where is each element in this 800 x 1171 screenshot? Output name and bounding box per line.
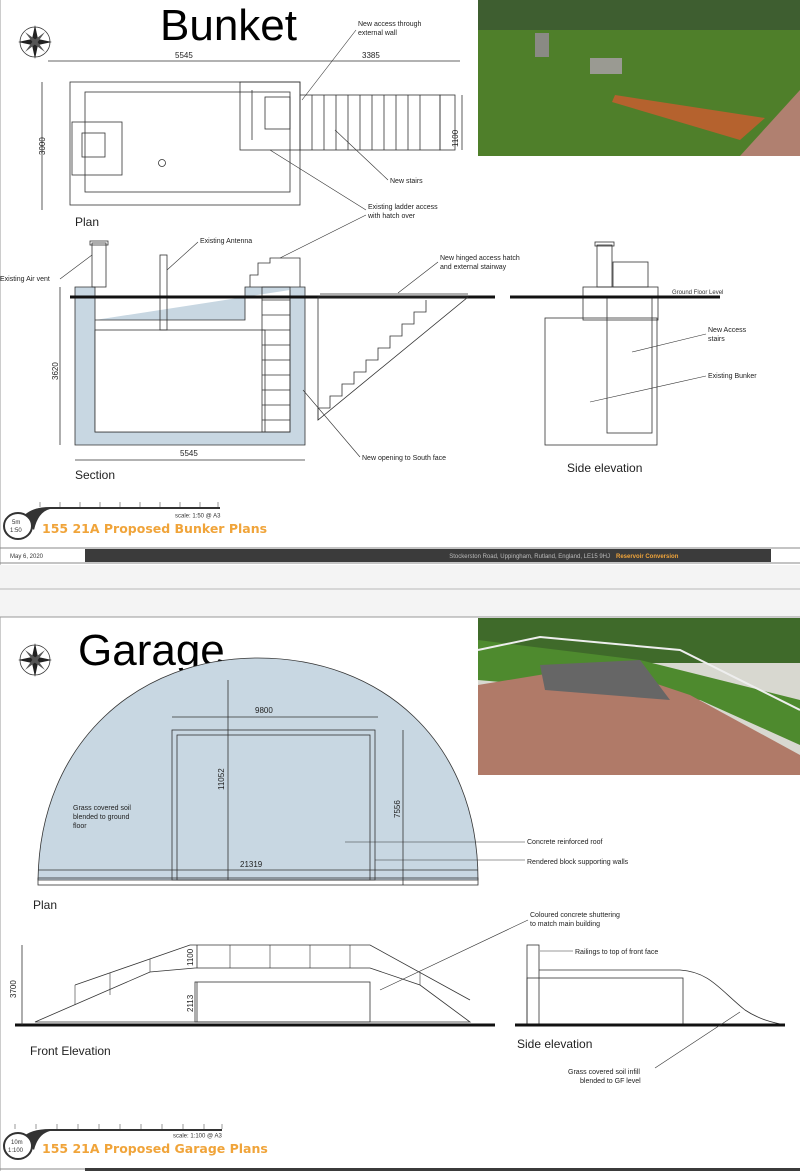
- caption-plan: Plan: [33, 898, 57, 912]
- dim-opening-width: 9800: [255, 706, 273, 715]
- garage-render-image: [477, 618, 800, 775]
- note-hinged-hatch-2: and external stairway: [440, 264, 507, 271]
- caption-section: Section: [75, 468, 115, 482]
- sheet-garage: Garage 9800 11052 7556 21319 Grass cover…: [0, 618, 800, 1171]
- dim-front-height: 3700: [9, 980, 18, 998]
- page-gap: [0, 565, 800, 617]
- garage-plan: 9800 11052 7556 21319 Grass covered soil…: [33, 657, 629, 912]
- note-concrete-roof: Concrete reinforced roof: [527, 839, 603, 846]
- note-concrete-shuttering-2: to match main building: [530, 921, 600, 928]
- note-new-access-2: external wall: [358, 30, 397, 37]
- dim-railing-height: 1100: [186, 948, 195, 966]
- dim-stairs-length: 3385: [362, 51, 380, 60]
- note-concrete-shuttering: Coloured concrete shuttering: [530, 912, 620, 919]
- caption-side-elevation: Side elevation: [517, 1037, 592, 1051]
- sheet-title: 155 21A Proposed Garage Plans: [42, 1141, 268, 1156]
- scale-badge-ratio: 1:50: [10, 528, 22, 534]
- bunker-side-elevation: Ground Floor Level New Access stairs Exi…: [510, 241, 757, 475]
- note-ground-floor-level: Ground Floor Level: [672, 290, 723, 296]
- note-grass-soil-2: blended to ground: [73, 814, 130, 821]
- note-grass-soil-3: floor: [73, 823, 87, 830]
- dim-overall-width: 21319: [240, 860, 263, 869]
- note-south-opening: New opening to South face: [362, 455, 446, 462]
- bunker-section: 3620 5545 Existing Air vent Existing Ant…: [0, 238, 520, 482]
- title-block-garage: 10m 1:100 scale: 1:100 @ A3 155 21A Prop…: [0, 1124, 800, 1171]
- note-new-access-stairs-2: stairs: [708, 336, 725, 343]
- compass-rose-icon: [17, 24, 53, 60]
- dim-plan-width: 5545: [175, 51, 193, 60]
- note-grass-soil: Grass covered soil: [73, 805, 131, 812]
- note-antenna: Existing Antenna: [200, 238, 252, 245]
- scale-badge-ratio: 1:100: [8, 1148, 24, 1154]
- note-soil-infill: Grass covered soil infill: [568, 1069, 640, 1076]
- dim-stair-width: 1100: [451, 129, 460, 147]
- scale-text: scale: 1:100 @ A3: [173, 1134, 222, 1140]
- garage-side-elevation: Railings to top of front face Grass cove…: [515, 944, 786, 1085]
- sheet-title-large: Bunket: [160, 1, 297, 50]
- note-new-stairs: New stairs: [390, 178, 423, 185]
- footer-address: Stockerston Road, Uppingham, Rutland, En…: [449, 554, 610, 560]
- note-new-access: New access through: [358, 21, 422, 28]
- dim-wall-height: 7556: [393, 800, 402, 818]
- sheet-bunker: Bunket: [0, 0, 800, 565]
- dim-section-width: 5545: [180, 449, 198, 458]
- dim-opening-height: 2113: [186, 994, 195, 1012]
- footer-project: Reservoir Conversion: [616, 554, 679, 560]
- note-ladder-access: Existing ladder access: [368, 204, 438, 211]
- note-soil-infill-2: blended to GF level: [580, 1078, 641, 1085]
- note-hinged-hatch: New hinged access hatch: [440, 255, 520, 262]
- dim-arch-height: 11052: [217, 768, 226, 790]
- note-new-access-stairs: New Access: [708, 327, 747, 334]
- scale-badge-length: 5m: [12, 520, 20, 526]
- footer-date: May 6, 2020: [10, 554, 44, 560]
- sheet-title: 155 21A Proposed Bunker Plans: [42, 521, 267, 536]
- caption-front-elevation: Front Elevation: [30, 1044, 111, 1058]
- footer-bar: May 6, 2020 Stockerston Road, Uppingham,…: [0, 547, 800, 564]
- dim-section-height: 3620: [51, 362, 60, 380]
- note-ladder-access-2: with hatch over: [367, 213, 416, 220]
- note-existing-bunker: Existing Bunker: [708, 373, 757, 380]
- note-block-walls: Rendered block supporting walls: [527, 859, 629, 866]
- garage-front-elevation: 3700 1100 2113 Coloured concrete shutter…: [9, 912, 620, 1058]
- caption-side-elevation: Side elevation: [567, 461, 642, 475]
- title-block-bunker: 5m 1:50 scale: 1:50 @ A3 155 21A Propose…: [3, 502, 267, 540]
- scale-text: scale: 1:50 @ A3: [175, 514, 221, 520]
- bunker-render-image: [478, 0, 800, 156]
- dim-plan-depth: 3000: [38, 137, 47, 155]
- note-railings: Railings to top of front face: [575, 949, 658, 956]
- caption-plan: Plan: [75, 215, 99, 229]
- bunker-plan: 5545 3385 3000 1100 New access through e…: [38, 21, 463, 259]
- scale-badge-length: 10m: [11, 1140, 23, 1146]
- note-air-vent: Existing Air vent: [0, 276, 50, 283]
